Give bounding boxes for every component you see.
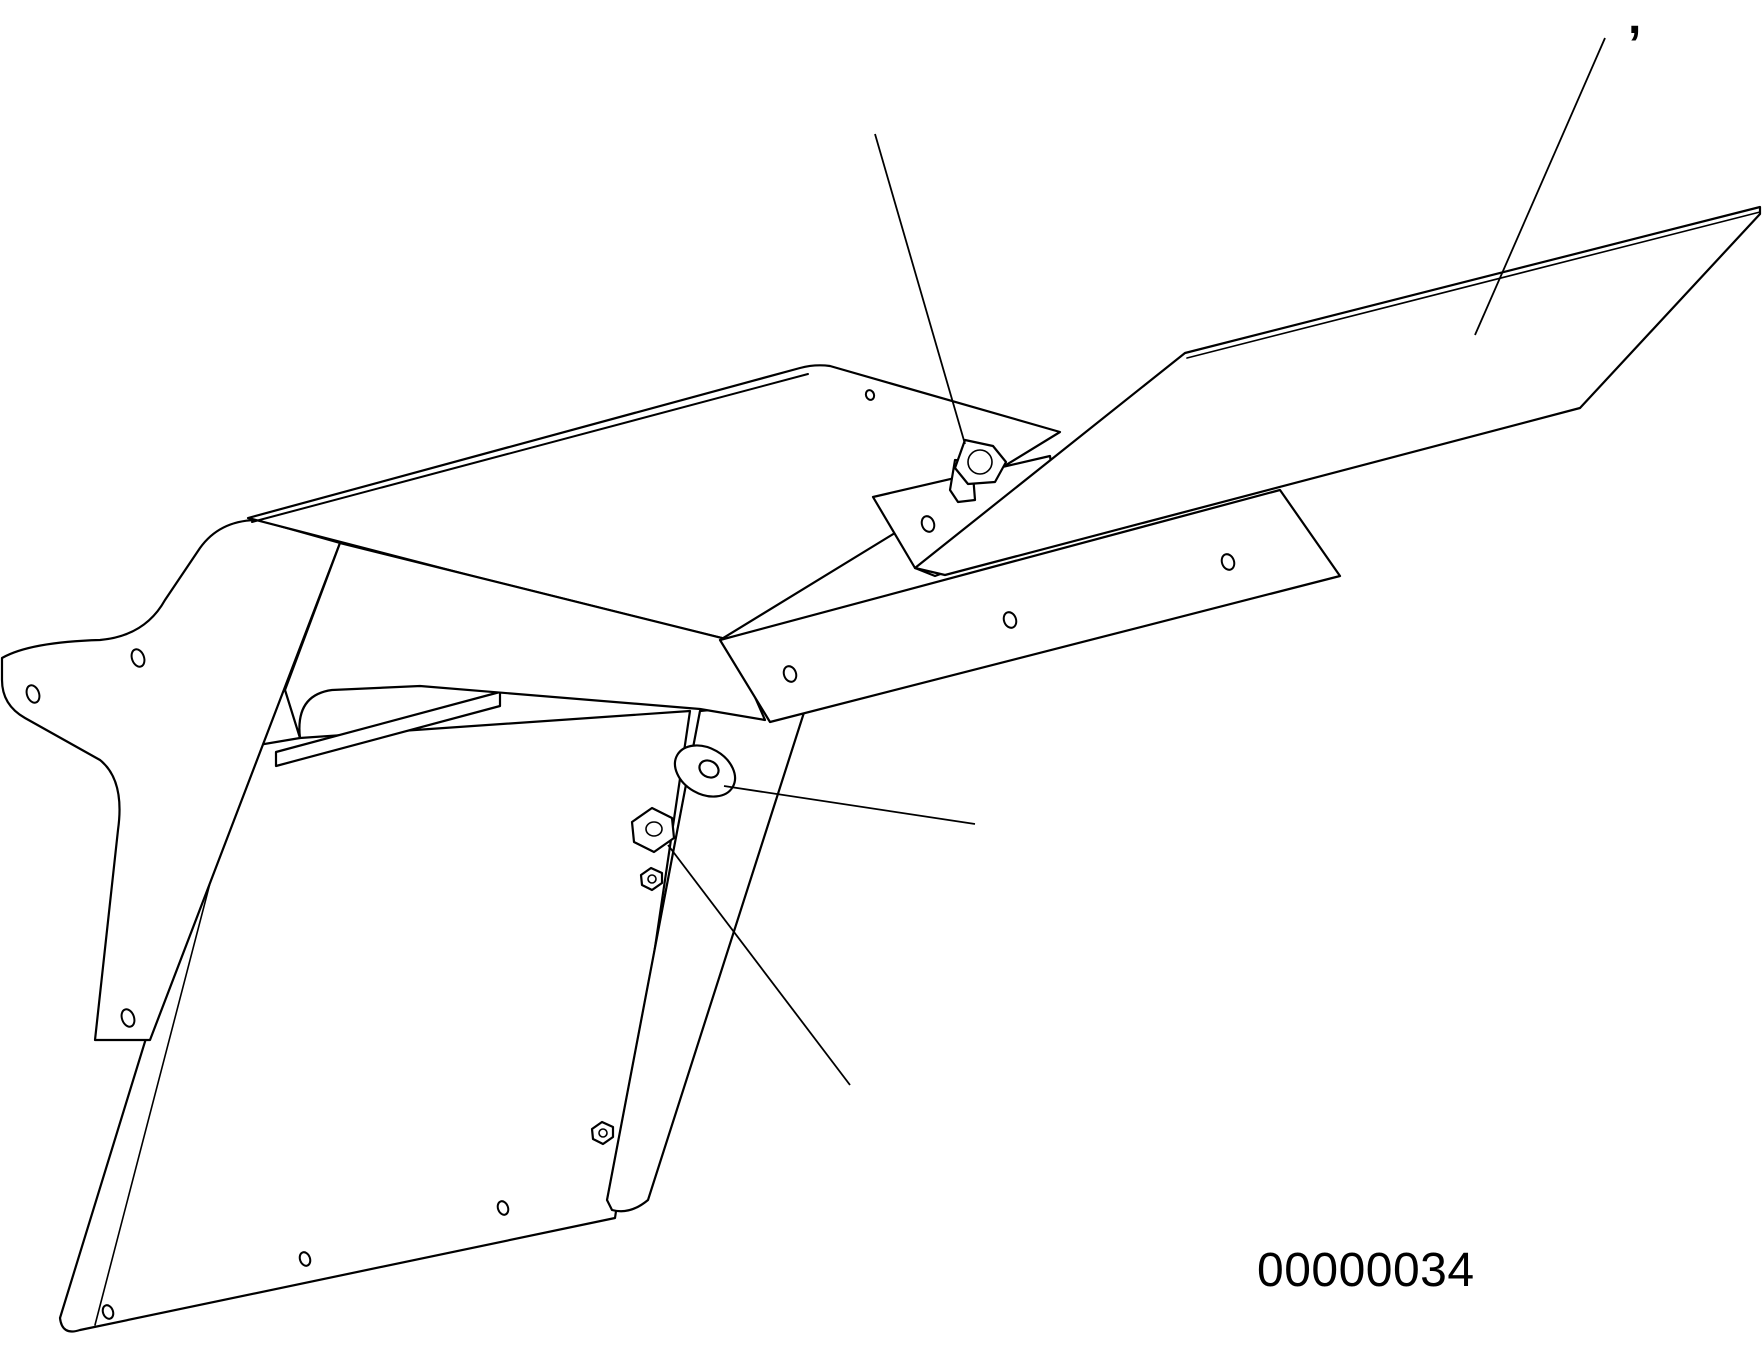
leader-line-bolt: [875, 134, 965, 444]
hole: [865, 389, 876, 401]
flat-washer: [666, 735, 744, 807]
drawing-number-label: 00000034: [1257, 1244, 1475, 1297]
leader-line-sloped-plate: [1475, 38, 1605, 335]
corner-mark: ,: [1628, 0, 1642, 44]
cross-bar: [276, 692, 500, 766]
hole: [782, 664, 799, 683]
leader-line-nut: [668, 845, 850, 1085]
angle-bar: [720, 490, 1340, 722]
hole: [298, 1251, 312, 1268]
hole: [119, 1007, 136, 1028]
right-vertical-plate: [607, 700, 808, 1211]
hex-nut-small: [641, 868, 662, 890]
hole: [1002, 610, 1019, 629]
leader-line-washer: [724, 786, 975, 824]
mounting-holes: [24, 389, 1236, 1320]
hole: [101, 1304, 115, 1321]
hex-nut-large: [632, 808, 674, 852]
hex-bolt: [950, 440, 1006, 502]
hole: [1220, 552, 1237, 571]
hole: [129, 647, 146, 668]
sloped-plate: [915, 207, 1760, 575]
hex-nut-small: [592, 1122, 613, 1144]
hole: [496, 1200, 510, 1217]
hole: [920, 514, 937, 533]
hole: [24, 683, 41, 704]
leader-lines: [668, 38, 1605, 1085]
